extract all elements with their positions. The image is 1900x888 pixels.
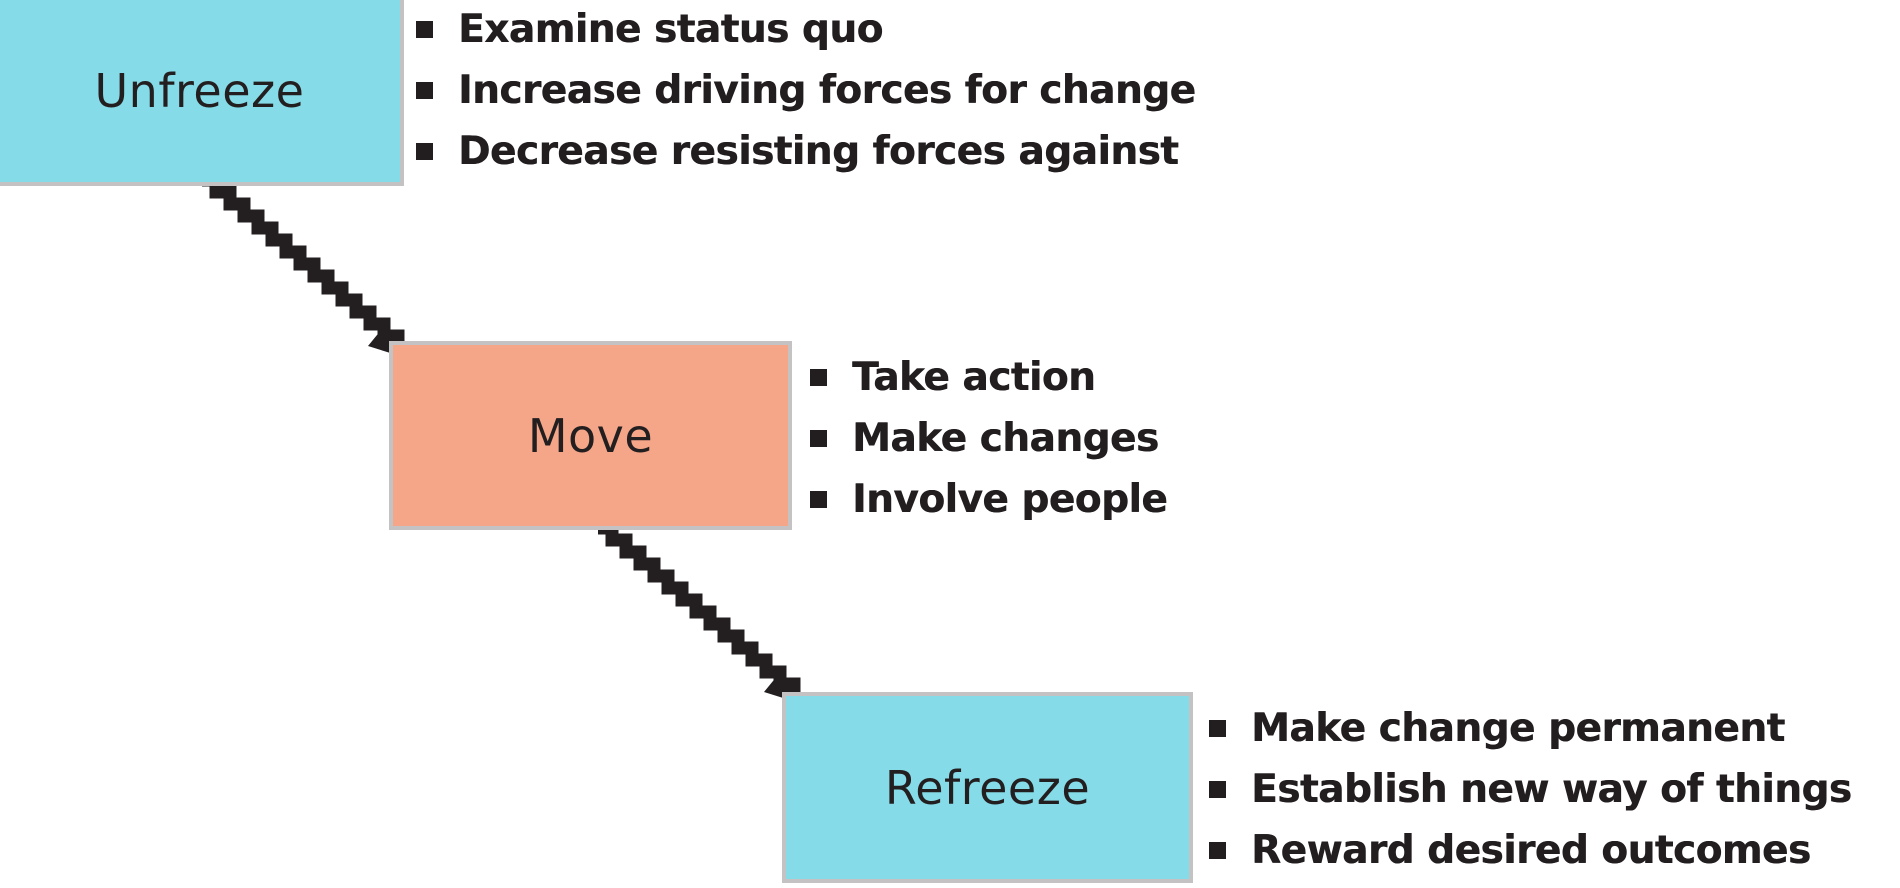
stage-box-unfreeze: Unfreeze: [0, 0, 404, 186]
stage-bullets-move: Take action Make changes Involve people: [810, 347, 1168, 530]
bullet-item: Involve people: [810, 469, 1168, 530]
stage-label: Move: [527, 408, 654, 463]
bullet-square-icon: [416, 82, 433, 99]
bullet-square-icon: [1209, 842, 1226, 859]
bullet-item: Increase driving forces for change: [416, 60, 1196, 121]
bullet-label: Increase driving forces for change: [458, 68, 1196, 113]
bullet-label: Examine status quo: [458, 7, 883, 52]
bullet-square-icon: [1209, 720, 1226, 737]
bullet-square-icon: [810, 491, 827, 508]
stage-box-refreeze: Refreeze: [782, 692, 1193, 883]
stage-bullets-unfreeze: Examine status quo Increase driving forc…: [416, 0, 1196, 182]
bullet-item: Make change permanent: [1209, 698, 1852, 759]
bullet-item: Reward desired outcomes: [1209, 820, 1852, 881]
bullet-label: Reward desired outcomes: [1251, 828, 1811, 873]
stage-box-move: Move: [389, 341, 792, 530]
bullet-label: Make changes: [852, 416, 1159, 461]
bullet-label: Decrease resisting forces against: [458, 129, 1179, 174]
bullet-square-icon: [810, 369, 827, 386]
bullet-square-icon: [416, 21, 433, 38]
stage-label: Refreeze: [884, 760, 1091, 815]
arrow-unfreeze-to-move: [202, 173, 405, 356]
bullet-label: Take action: [852, 355, 1096, 400]
bullet-square-icon: [810, 430, 827, 447]
bullet-square-icon: [416, 143, 433, 160]
bullet-item: Establish new way of things: [1209, 759, 1852, 820]
bullet-item: Examine status quo: [416, 0, 1195, 60]
stage-bullets-refreeze: Make change permanent Establish new way …: [1209, 698, 1852, 881]
bullet-label: Make change permanent: [1251, 706, 1785, 751]
arrow-move-to-refreeze: [598, 521, 801, 702]
bullet-label: Involve people: [852, 477, 1168, 522]
bullet-square-icon: [1209, 781, 1226, 798]
bullet-label: Establish new way of things: [1251, 767, 1852, 812]
stage-label: Unfreeze: [94, 63, 305, 118]
bullet-item: Make changes: [810, 408, 1167, 469]
bullet-item: Decrease resisting forces against: [416, 121, 1195, 182]
bullet-item: Take action: [810, 347, 1167, 408]
